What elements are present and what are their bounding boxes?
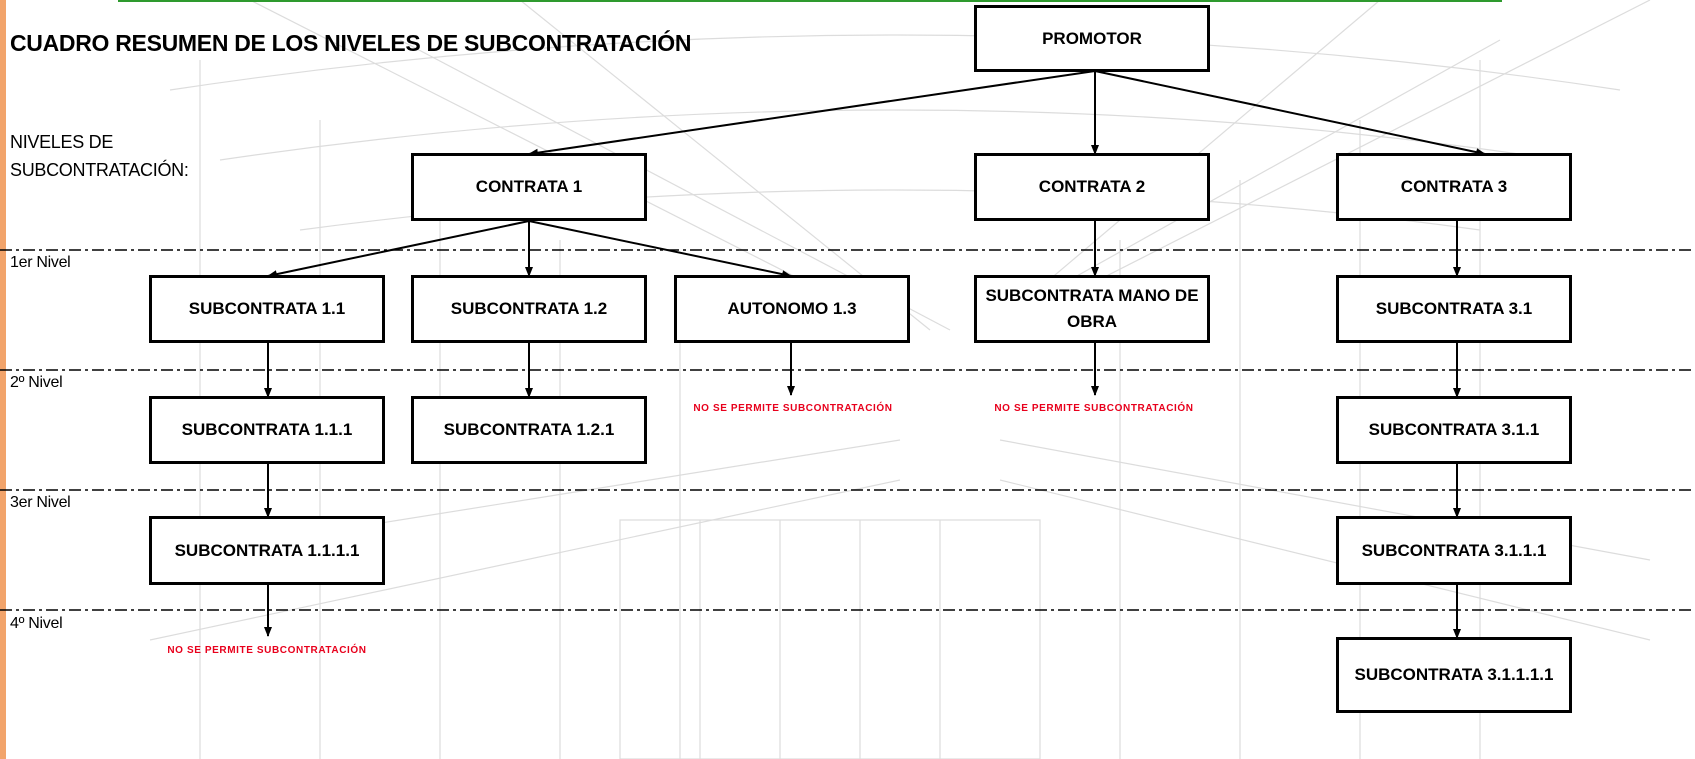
edge-promotor-contrata1 <box>528 70 1096 157</box>
level-label-3: 3er Nivel <box>10 494 71 511</box>
notice-level4-no-subcontratacion: NO SE PERMITE SUBCONTRATACIÓN <box>167 645 367 656</box>
node-promotor: PROMOTOR <box>974 5 1210 72</box>
left-accent-bar <box>0 0 6 759</box>
node-subcontrata-1-1-1-1: SUBCONTRATA 1.1.1.1 <box>149 516 385 585</box>
node-subcontrata-1-1: SUBCONTRATA 1.1 <box>149 275 385 343</box>
levels-caption: NIVELES DE SUBCONTRATACIÓN: <box>10 132 189 180</box>
page-title: CUADRO RESUMEN DE LOS NIVELES DE SUBCONT… <box>10 30 692 56</box>
node-contrata-2: CONTRATA 2 <box>974 153 1210 221</box>
node-subcontrata-1-2-1: SUBCONTRATA 1.2.1 <box>411 396 647 464</box>
node-autonomo-1-3: AUTONOMO 1.3 <box>674 275 910 343</box>
level-dividers <box>0 249 1695 611</box>
node-subcontrata-1-2: SUBCONTRATA 1.2 <box>411 275 647 343</box>
edge-contrata1-autonomo <box>528 220 792 279</box>
edge-promotor-contrata3 <box>1094 70 1486 157</box>
node-subcontrata-3-1-1-1-1: SUBCONTRATA 3.1.1.1.1 <box>1336 637 1572 713</box>
node-contrata-1: CONTRATA 1 <box>411 153 647 221</box>
node-subcontrata-1-1-1: SUBCONTRATA 1.1.1 <box>149 396 385 464</box>
edge-contrata1-sub1-1 <box>267 220 530 279</box>
node-subcontrata-3-1-1-1: SUBCONTRATA 3.1.1.1 <box>1336 516 1572 585</box>
top-rule <box>118 0 1502 2</box>
node-subcontrata-3-1-1: SUBCONTRATA 3.1.1 <box>1336 396 1572 464</box>
notice-autonomo-no-subcontratacion: NO SE PERMITE SUBCONTRATACIÓN <box>693 403 893 414</box>
level-label-2: 2º Nivel <box>10 374 63 391</box>
node-contrata-3: CONTRATA 3 <box>1336 153 1572 221</box>
node-subcontrata-mano-de-obra: SUBCONTRATA MANO DE OBRA <box>974 275 1210 343</box>
notice-manoobra-no-subcontratacion: NO SE PERMITE SUBCONTRATACIÓN <box>994 403 1194 414</box>
level-label-4: 4º Nivel <box>10 615 63 632</box>
node-subcontrata-3-1: SUBCONTRATA 3.1 <box>1336 275 1572 343</box>
level-label-1: 1er Nivel <box>10 254 71 271</box>
